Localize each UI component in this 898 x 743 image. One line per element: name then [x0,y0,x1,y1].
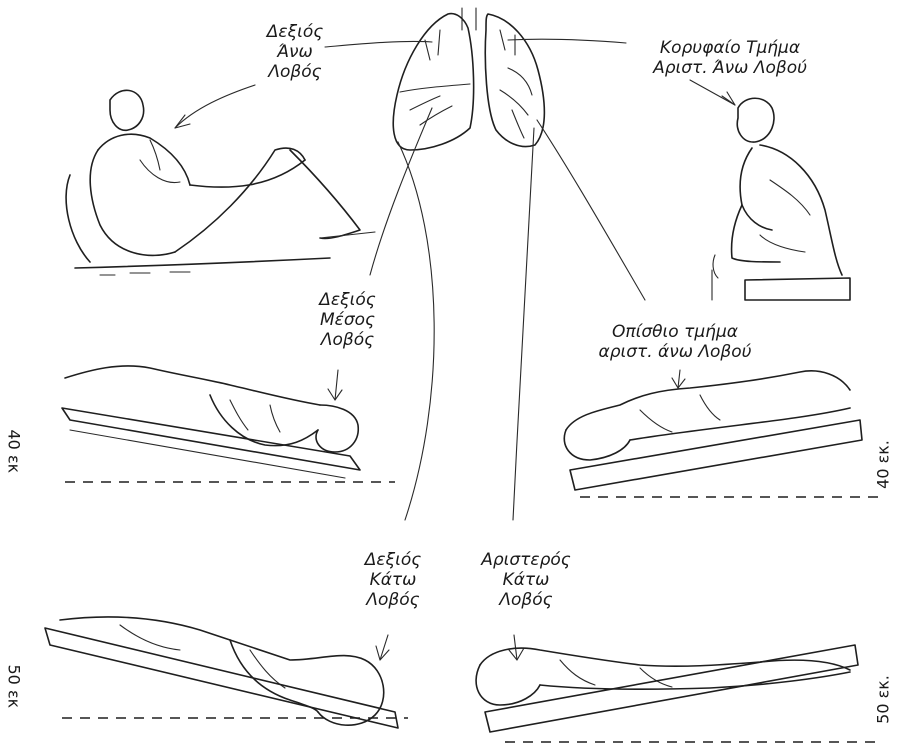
label-right-middle-line3: Λοβός [300,330,395,350]
label-right-lower-lobe: Δεξιός Κάτω Λοβός [348,550,438,610]
elevation-label-right-50: 50 εκ. [874,675,893,725]
pointer-arrows [175,80,735,660]
elevation-label-left-50: 50 εκ [5,665,24,705]
elevation-label-right-40: 40 εκ. [874,440,893,490]
figure-left-lower-lobe [476,645,880,742]
label-left-lower-line3: Λοβός [466,590,586,610]
figure-left-posterior-lobe [564,371,880,497]
leader-left-lower [513,128,534,520]
label-left-apical-line2: Αριστ. Άνω Λοβού [625,58,835,78]
label-right-middle-lobe: Δεξιός Μέσος Λοβός [300,290,395,350]
figure-reclining [66,90,375,275]
label-left-lower-lobe: Αριστερός Κάτω Λοβός [466,550,586,610]
figure-seated [712,98,850,300]
label-right-middle-line2: Μέσος [300,310,395,330]
lungs-illustration [325,8,645,520]
label-left-posterior-line1: Οπίσθιο τμήμα [580,322,770,342]
label-right-upper-line3: Λοβός [240,62,350,82]
figure-right-middle-lobe [62,366,395,482]
label-right-lower-line2: Κάτω [348,570,438,590]
elevation-label-left-40: 40 εκ [5,430,24,470]
leader-right-lower [398,142,434,520]
label-left-posterior-line2: αριστ. άνω Λοβού [580,342,770,362]
label-left-posterior-segment: Οπίσθιο τμήμα αριστ. άνω Λοβού [580,322,770,362]
label-right-middle-line1: Δεξιός [300,290,395,310]
label-right-lower-line1: Δεξιός [348,550,438,570]
label-right-upper-line1: Δεξιός [240,22,350,42]
label-right-upper-line2: Άνω [240,42,350,62]
label-right-upper-lobe: Δεξιός Άνω Λοβός [240,22,350,82]
figure-right-lower-lobe [45,617,408,728]
label-left-lower-line1: Αριστερός [466,550,586,570]
label-left-apical-segment: Κορυφαίο Τμήμα Αριστ. Άνω Λοβού [625,38,835,78]
label-right-lower-line3: Λοβός [348,590,438,610]
label-left-lower-line2: Κάτω [466,570,586,590]
leader-left-posterior [537,120,645,300]
label-left-apical-line1: Κορυφαίο Τμήμα [625,38,835,58]
leader-right-middle [370,108,432,275]
